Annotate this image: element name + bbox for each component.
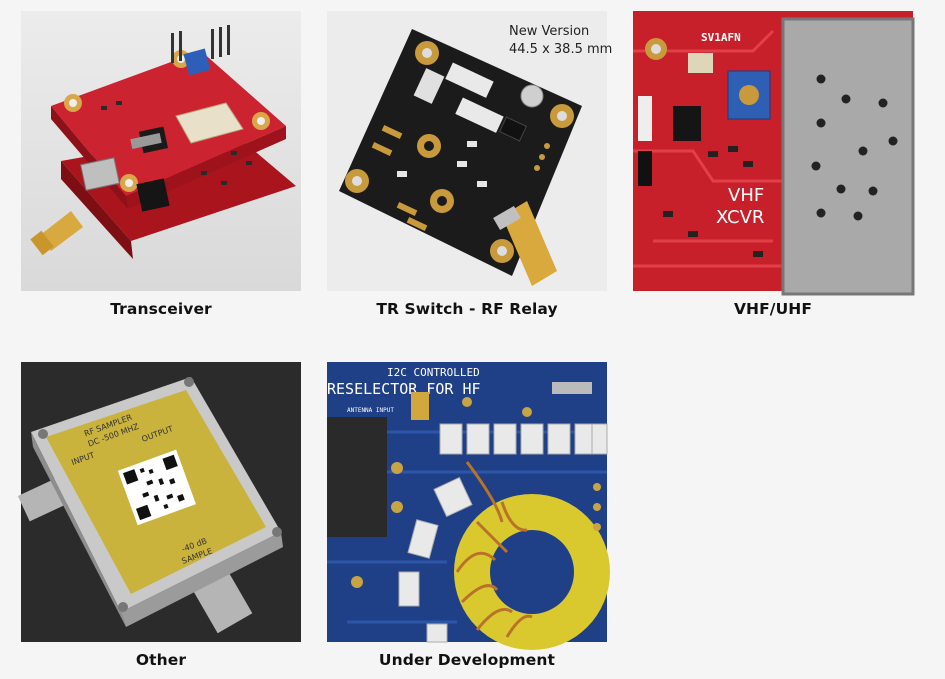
- board-label-vhf: VHF: [728, 185, 764, 206]
- other-photo: RF SAMPLER DC -500 MHZ INPUT OUTPUT -40 …: [17, 362, 301, 642]
- vhf-uhf-photo: SV1AFN VHF XCVR: [633, 11, 915, 296]
- gallery-card-vhf-uhf[interactable]: SV1AFN VHF XCVR: [633, 11, 915, 318]
- gallery-card-under-development[interactable]: I2C CONTROLLED RESELECTOR FOR HF ANTENNA…: [327, 362, 610, 669]
- under-development-caption[interactable]: Under Development: [378, 651, 556, 669]
- tr-switch-photo: New Version 44.5 x 38.5 mm: [327, 11, 612, 291]
- board-antenna-label: ANTENNA INPUT: [347, 407, 394, 414]
- gallery-card-transceiver[interactable]: Transceiver: [21, 11, 301, 318]
- vhf-uhf-caption[interactable]: VHF/UHF: [733, 300, 813, 318]
- under-development-image-link[interactable]: I2C CONTROLLED RESELECTOR FOR HF ANTENNA…: [327, 362, 610, 650]
- other-caption[interactable]: Other: [135, 651, 187, 669]
- other-image-link[interactable]: RF SAMPLER DC -500 MHZ INPUT OUTPUT -40 …: [17, 362, 301, 642]
- transceiver-image-link[interactable]: [21, 11, 301, 291]
- vhf-uhf-image-link[interactable]: SV1AFN VHF XCVR: [633, 11, 915, 296]
- board-id-text: SV1AFN: [701, 31, 741, 44]
- under-development-photo: I2C CONTROLLED RESELECTOR FOR HF ANTENNA…: [327, 362, 610, 650]
- board-label-xcvr: XCVR: [716, 207, 764, 228]
- gallery-card-tr-switch[interactable]: New Version 44.5 x 38.5 mm: [327, 11, 612, 318]
- transceiver-photo: [21, 11, 301, 291]
- board-title-line1: I2C CONTROLLED: [387, 366, 480, 379]
- overlay-version-text: New Version: [509, 24, 589, 39]
- transceiver-caption[interactable]: Transceiver: [110, 300, 212, 318]
- gallery-card-other[interactable]: RF SAMPLER DC -500 MHZ INPUT OUTPUT -40 …: [17, 362, 301, 669]
- tr-switch-image-link[interactable]: New Version 44.5 x 38.5 mm: [327, 11, 612, 291]
- overlay-size-text: 44.5 x 38.5 mm: [509, 42, 612, 57]
- board-title-line2: RESELECTOR FOR HF: [327, 380, 481, 398]
- tr-switch-caption[interactable]: TR Switch - RF Relay: [376, 300, 558, 318]
